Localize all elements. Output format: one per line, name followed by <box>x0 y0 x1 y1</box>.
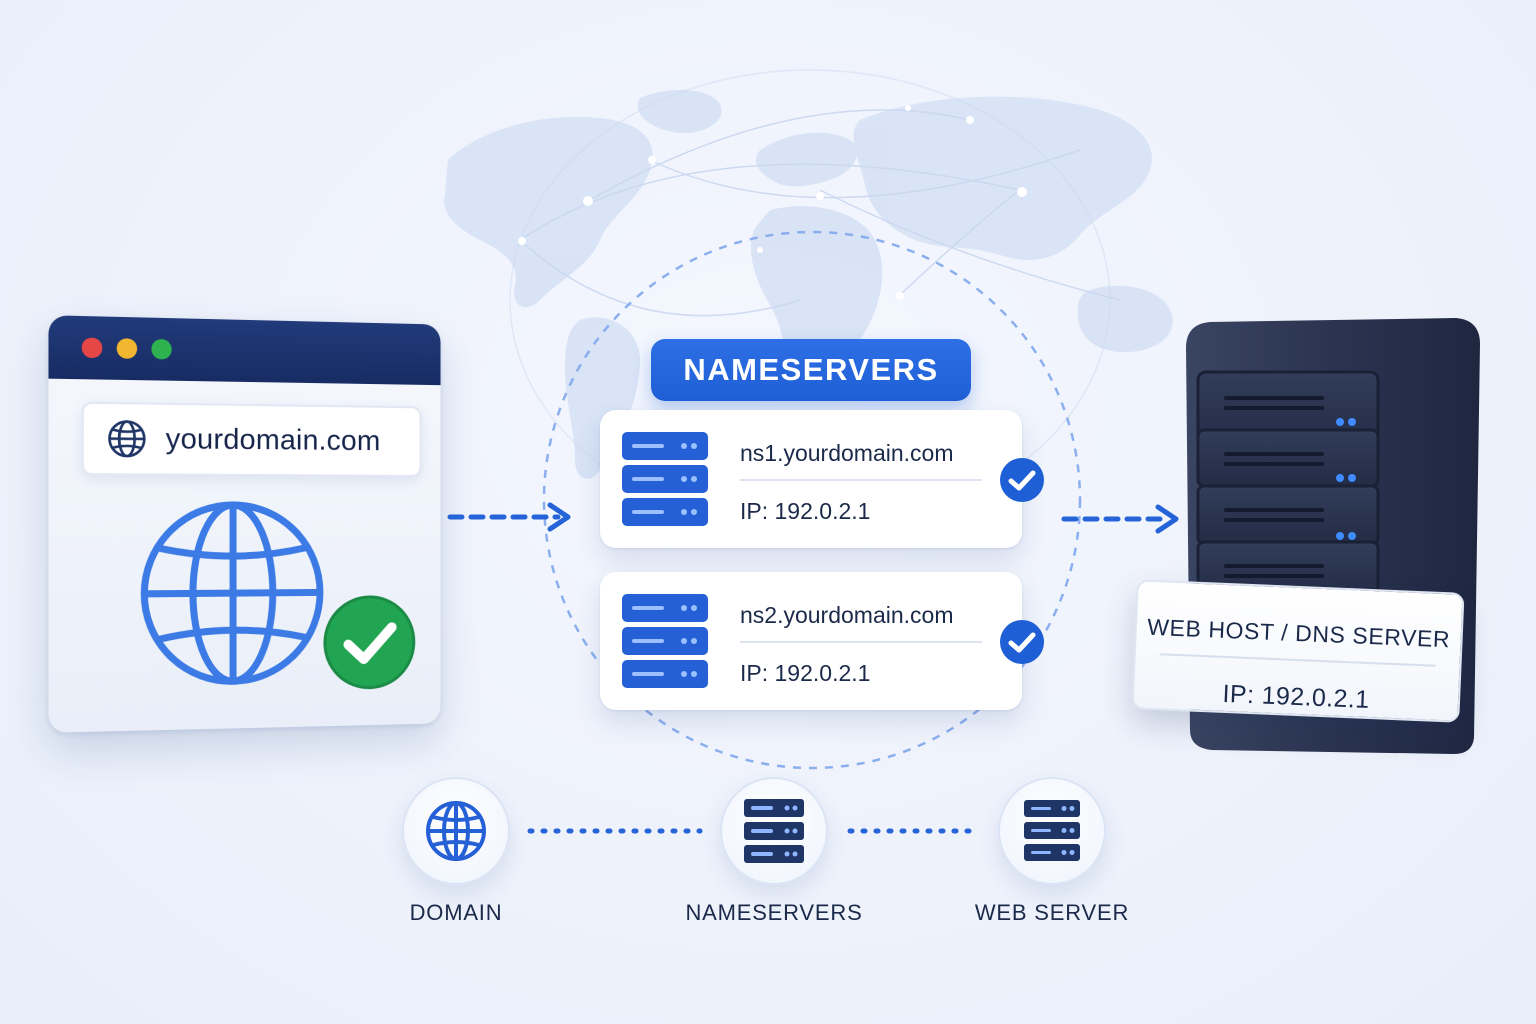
nameservers-to-server-arrow <box>1061 504 1179 534</box>
success-check-icon <box>321 593 418 693</box>
globe-icon <box>106 418 147 459</box>
nameserver-host-2: ns2.yourdomain.com <box>740 602 954 628</box>
flow-label-web-server: WEB SERVER <box>974 900 1130 925</box>
address-bar[interactable]: yourdomain.com <box>81 401 422 477</box>
browser-window: yourdomain.com <box>48 315 441 733</box>
nameserver-ip-1: IP: 192.0.2.1 <box>740 498 871 524</box>
verified-check-icon <box>1000 620 1044 664</box>
flow-step-web-server[interactable] <box>998 777 1106 885</box>
verified-check-icon <box>1000 458 1044 502</box>
server-divider <box>1159 653 1436 667</box>
minimize-window-dot[interactable] <box>116 338 138 359</box>
flow-label-nameservers: NAMESERVERS <box>685 900 863 925</box>
globe-icon <box>426 801 486 861</box>
flow-step-nameservers[interactable] <box>720 777 828 885</box>
nameserver-ip-2: IP: 192.0.2.1 <box>740 660 871 686</box>
nameserver-host-1: ns1.yourdomain.com <box>740 440 954 466</box>
domain-url-text: yourdomain.com <box>165 422 381 457</box>
server-icon <box>622 432 708 526</box>
server-icon <box>1024 800 1080 861</box>
flow-label-domain: DOMAIN <box>409 900 503 925</box>
nameserver-card-1[interactable]: ns1.yourdomain.com IP: 192.0.2.1 <box>600 410 1044 548</box>
maximize-window-dot[interactable] <box>151 338 172 360</box>
nameserver-divider <box>740 641 982 643</box>
server-info-card: WEB HOST / DNS SERVER IP: 192.0.2.1 <box>1131 579 1465 723</box>
browser-title-bar <box>48 315 441 386</box>
server-icon <box>622 594 708 688</box>
close-window-dot[interactable] <box>81 337 103 359</box>
large-globe-icon <box>137 498 327 690</box>
flow-step-domain[interactable] <box>402 777 510 885</box>
server-title: WEB HOST / DNS SERVER <box>1146 613 1451 653</box>
nameserver-divider <box>740 479 982 481</box>
server-icon <box>744 799 804 863</box>
nameservers-title: NAMESERVERS <box>651 339 971 401</box>
domain-to-nameservers-arrow <box>447 502 571 532</box>
nameserver-card-2[interactable]: ns2.yourdomain.com IP: 192.0.2.1 <box>600 572 1044 710</box>
